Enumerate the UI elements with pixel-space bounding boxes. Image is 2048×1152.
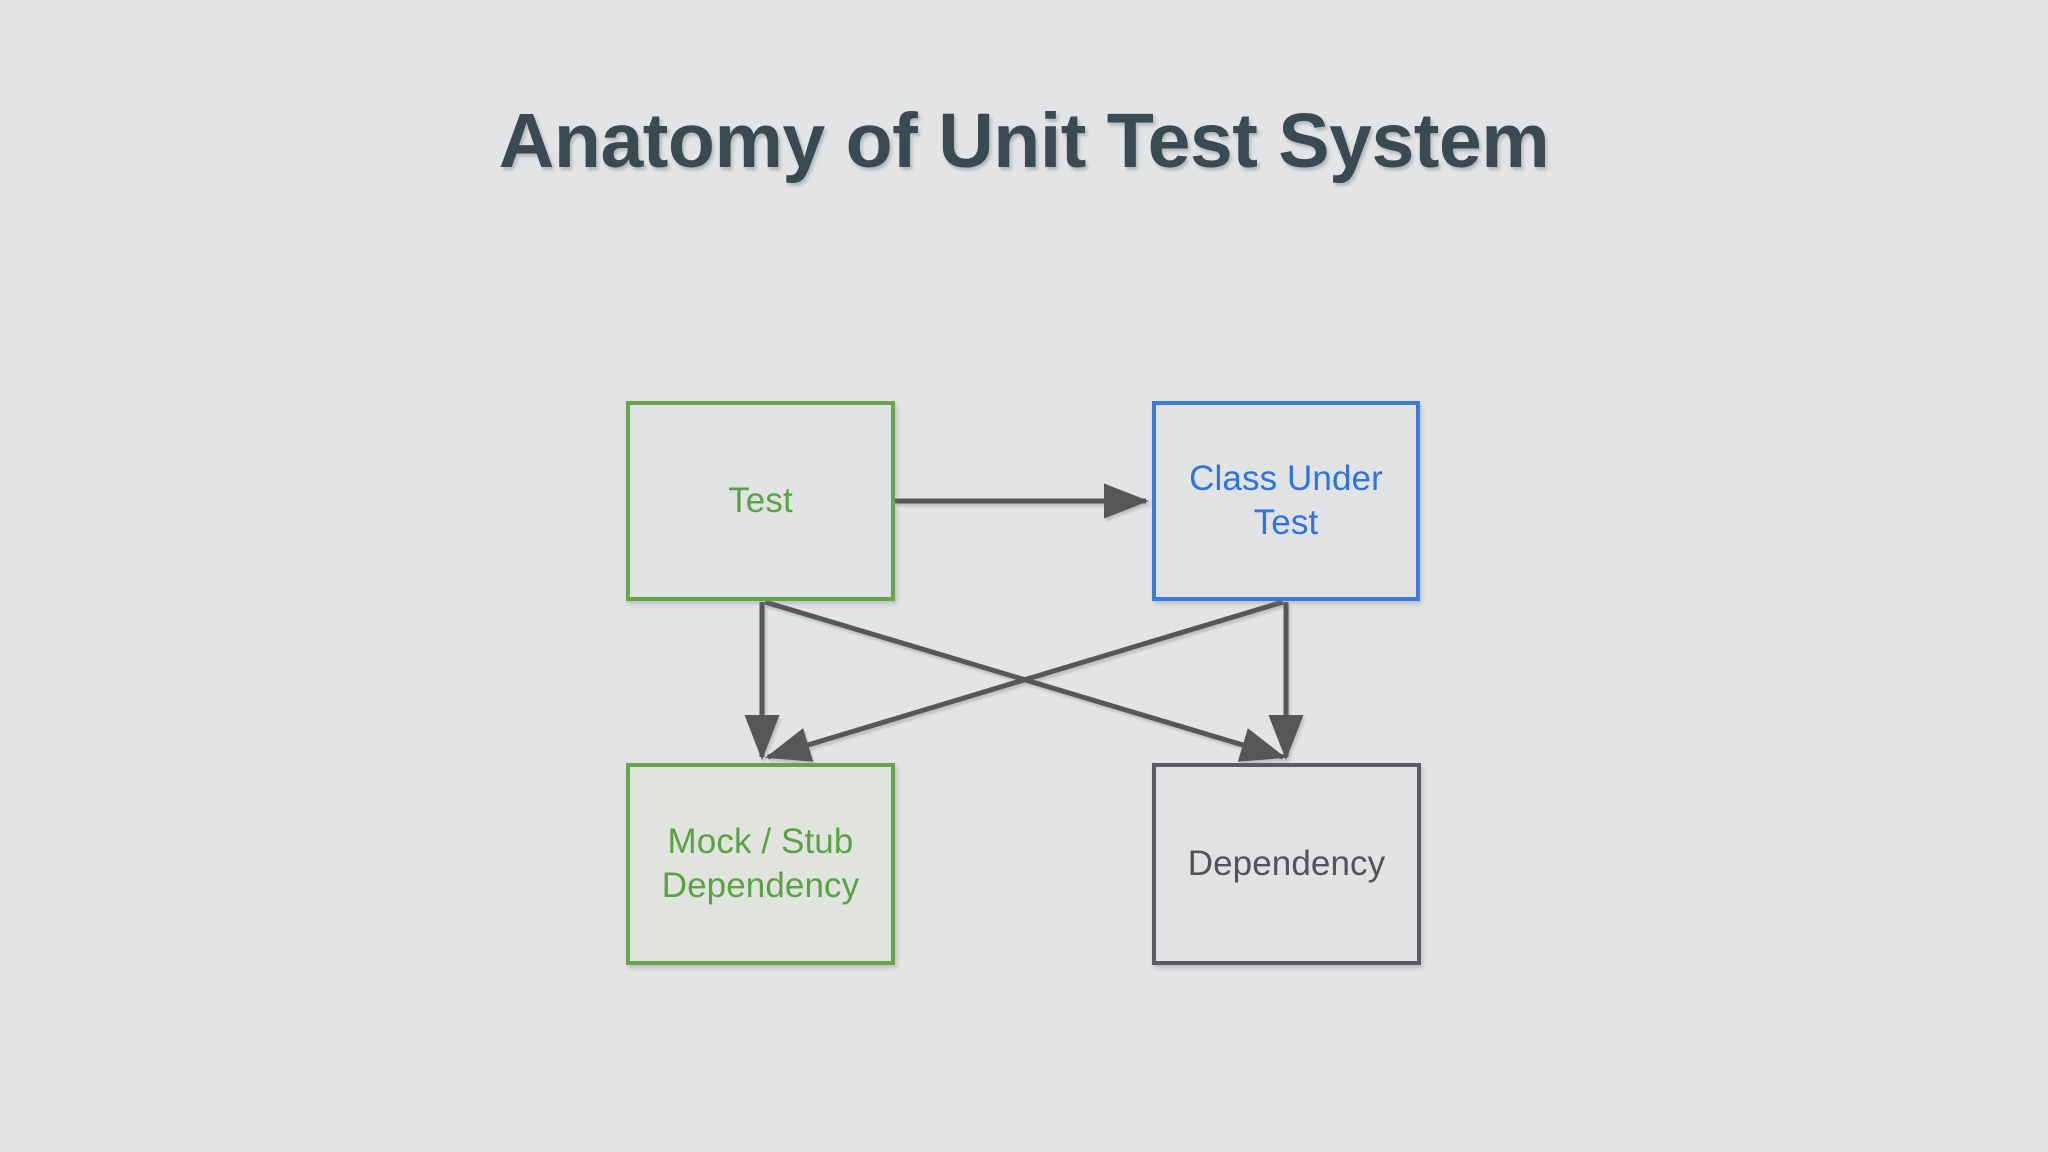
node-mock-stub-dependency-label: Mock / Stub Dependency <box>661 821 860 905</box>
node-test-label: Test <box>728 480 793 520</box>
node-class-under-test-label: Class Under Test <box>1189 458 1383 542</box>
page-title: Anatomy of Unit Test System <box>498 98 1550 184</box>
node-dependency[interactable]: Dependency <box>1152 763 1421 965</box>
node-test[interactable]: Test <box>626 401 895 601</box>
edge-class-under-test-to-mock-stub <box>765 599 1284 762</box>
node-dependency-label: Dependency <box>1187 843 1386 883</box>
node-class-under-test[interactable]: Class Under Test <box>1152 401 1420 601</box>
node-mock-stub-dependency[interactable]: Mock / Stub Dependency <box>626 763 895 965</box>
edge-test-to-dependency <box>764 599 1286 762</box>
